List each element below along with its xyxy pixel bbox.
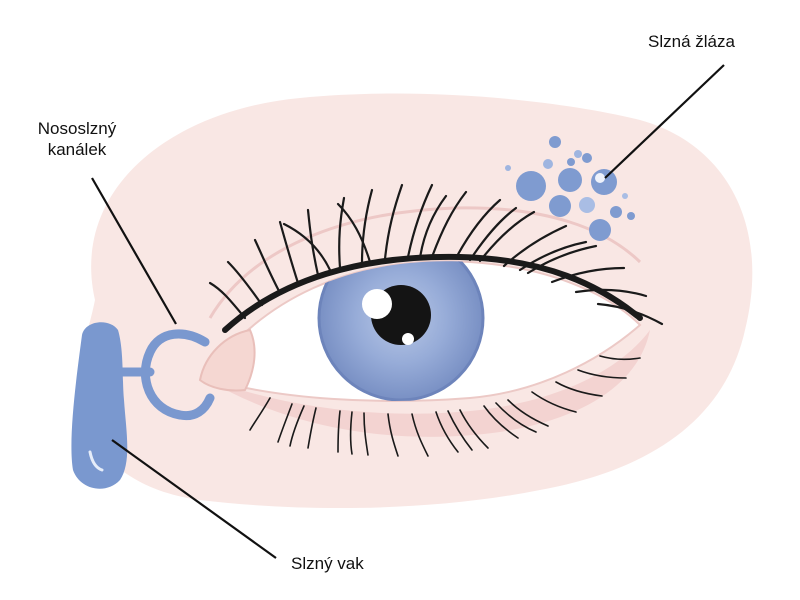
lacrimal-sac-icon <box>71 322 128 489</box>
iris-ring <box>317 261 485 401</box>
label-duct-line-2: kanálek <box>47 140 107 159</box>
label-nasolacrimal-duct: Nososlzný kanálek <box>22 118 132 160</box>
leader-line-duct <box>91 177 177 325</box>
lower-eyelashes <box>249 355 641 457</box>
pupil-highlight-large <box>362 289 392 319</box>
pupil-highlight-small <box>402 333 414 345</box>
nasolacrimal-duct-icon <box>141 329 215 421</box>
label-lacrimal-sac: Slzný vak <box>291 554 364 573</box>
label-duct-line-1: Nososlzný <box>37 119 117 138</box>
upper-eyelashes <box>208 183 664 326</box>
lacrimal-sac-highlight <box>88 450 104 472</box>
leader-line-gland <box>604 64 725 179</box>
lacrimal-gland-icon <box>505 136 635 241</box>
leader-line-sac <box>111 439 277 559</box>
label-lacrimal-gland: Slzná žláza <box>648 32 735 51</box>
caruncle <box>198 328 256 392</box>
